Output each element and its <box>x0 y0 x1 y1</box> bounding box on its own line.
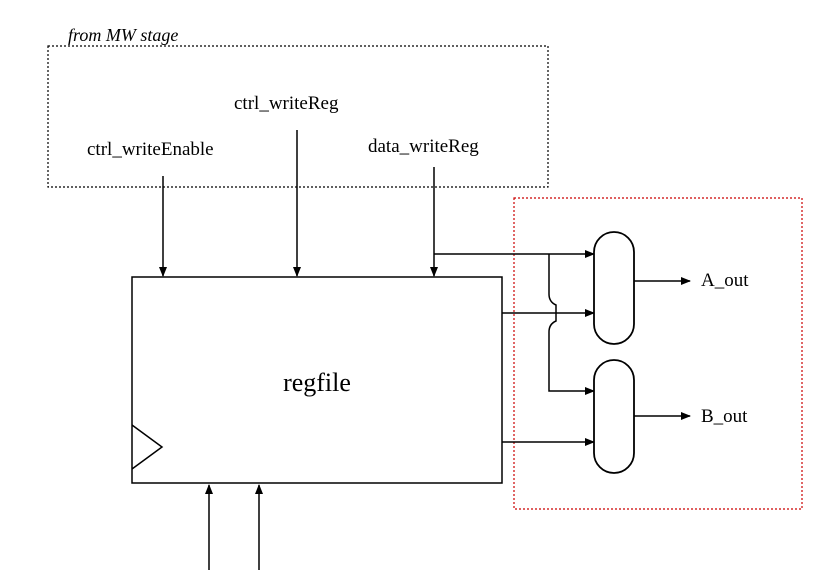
mux-a <box>593 231 635 345</box>
b-out-label: B_out <box>701 406 748 427</box>
a-out-label: A_out <box>701 270 749 291</box>
regfile-block <box>131 276 503 484</box>
ctrl-write-enable-label: ctrl_writeEnable <box>87 139 214 160</box>
mux-b <box>593 359 635 474</box>
clock-triangle <box>131 424 164 470</box>
mw-stage-title: from MW stage <box>68 25 178 45</box>
write-data-branch <box>548 254 595 395</box>
mw-stage-box <box>47 45 549 188</box>
bypass-highlight-box <box>513 197 803 510</box>
regfile-label: regfile <box>283 368 351 397</box>
data-write-reg-label: data_writeReg <box>368 136 479 157</box>
ctrl-write-reg-label: ctrl_writeReg <box>234 93 339 114</box>
